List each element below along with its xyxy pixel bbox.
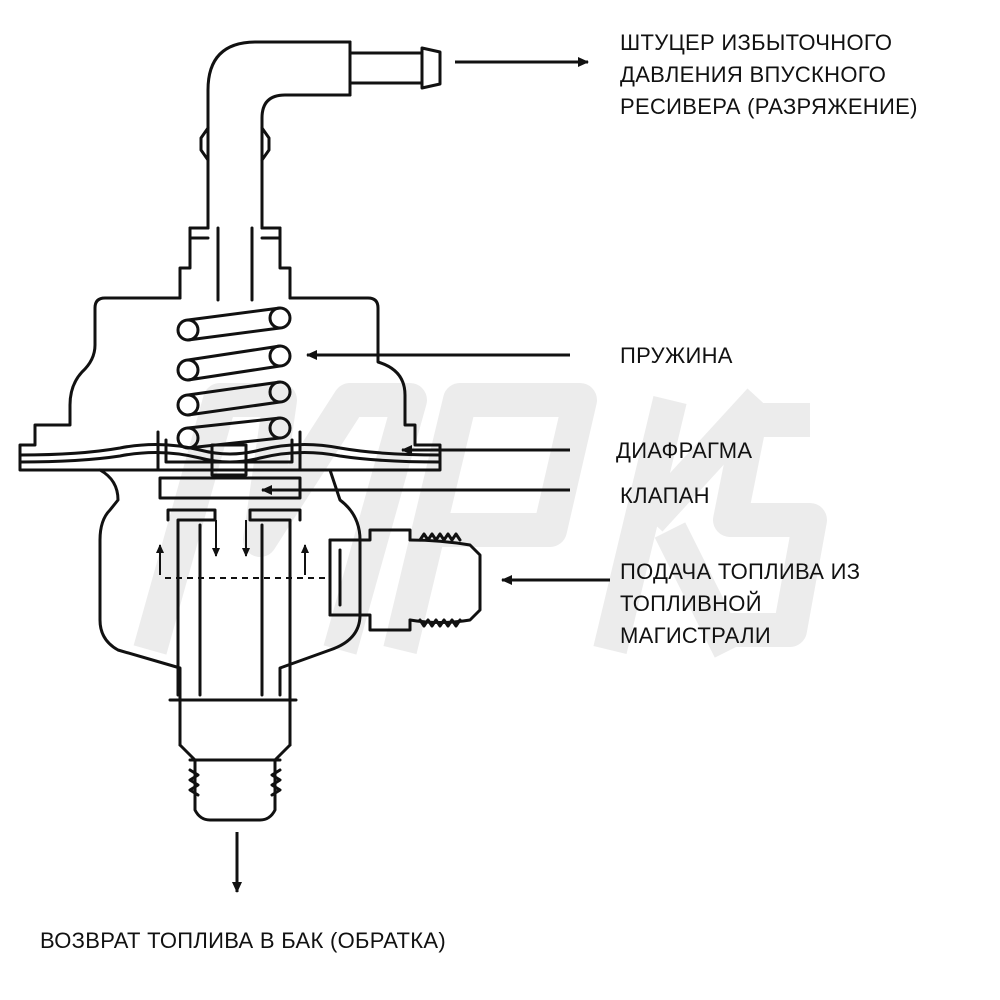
return-tube	[166, 508, 302, 697]
label-diaphragm: ДИАФРАГМА	[616, 438, 753, 463]
diaphragm	[18, 442, 442, 457]
return-fitting	[168, 693, 298, 822]
inlet-fitting	[328, 528, 482, 632]
label-vacuum-port-line: ДАВЛЕНИЯ ВПУСКНОГО	[620, 62, 887, 87]
vacuum-elbow-tube	[199, 40, 352, 230]
label-fuel-feed-line: ПОДАЧА ТОПЛИВА ИЗ	[620, 559, 861, 584]
label-fuel-feed-line: МАГИСТРАЛИ	[620, 623, 771, 648]
spring	[176, 306, 292, 450]
label-fuel-feed: ПОДАЧА ТОПЛИВА ИЗ ТОПЛИВНОЙ МАГИСТРАЛИ	[620, 556, 860, 652]
label-fuel-return: ВОЗВРАТ ТОПЛИВА В БАК (ОБРАТКА)	[40, 928, 447, 953]
label-vacuum-port-line: ШТУЦЕР ИЗБЫТОЧНОГО	[620, 30, 893, 55]
label-spring: ПРУЖИНА	[620, 343, 733, 368]
top-stem	[178, 226, 292, 302]
leader-arrows	[232, 57, 610, 893]
label-fuel-feed-line: ТОПЛИВНОЙ	[620, 591, 762, 616]
lower-housing	[98, 468, 362, 697]
label-vacuum-port: ШТУЦЕР ИЗБЫТОЧНОГО ДАВЛЕНИЯ ВПУСКНОГО РЕ…	[620, 27, 918, 123]
upper-housing	[18, 296, 442, 472]
valve-cup	[156, 430, 302, 500]
label-valve: КЛАПАН	[620, 483, 710, 508]
flow-arrows	[156, 520, 330, 579]
vacuum-nipple	[348, 46, 442, 90]
label-vacuum-port-line: РЕСИВЕРА (РАЗРЯЖЕНИЕ)	[620, 94, 918, 119]
